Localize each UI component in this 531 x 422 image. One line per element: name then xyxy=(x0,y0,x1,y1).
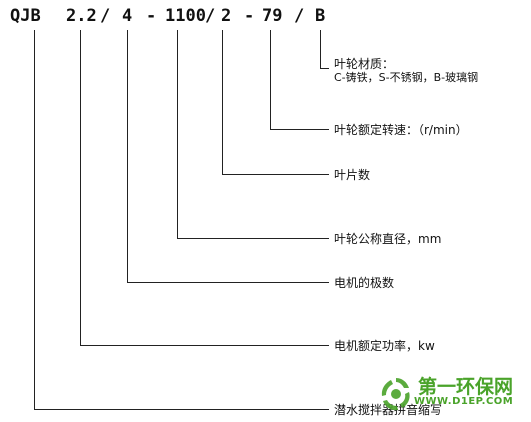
leader-line-material xyxy=(320,30,329,69)
leader-line-blades xyxy=(222,30,329,175)
code-poles: 4 xyxy=(122,6,133,26)
leader-line-diameter xyxy=(177,30,329,239)
code-dash: - xyxy=(146,6,157,26)
code-blades: 2 xyxy=(221,6,232,26)
label-impeller-material-title: 叶轮材质： xyxy=(334,57,395,71)
code-material: B xyxy=(315,6,326,26)
label-motor-poles: 电机的极数 xyxy=(334,276,395,290)
watermark: 第一环保网 WWW.D1EP.COM xyxy=(376,372,526,416)
code-slash: / xyxy=(205,6,216,26)
label-rated-power: 电机额定功率，kw xyxy=(334,339,435,353)
code-prefix: QJB xyxy=(10,6,41,26)
label-blade-count: 叶片数 xyxy=(334,168,371,182)
code-dash: - xyxy=(244,6,255,26)
label-nominal-diameter: 叶轮公称直径，mm xyxy=(334,232,442,246)
code-slash: / xyxy=(294,6,305,26)
recycle-logo-icon xyxy=(381,378,410,411)
leader-line-speed xyxy=(270,30,329,130)
leader-line-power xyxy=(80,30,329,346)
code-slash: / xyxy=(100,6,111,26)
label-rated-speed: 叶轮额定转速：（r/min） xyxy=(334,123,468,137)
leader-line-prefix xyxy=(34,30,329,410)
code-speed: 79 xyxy=(262,6,283,26)
label-impeller-material: 叶轮材质： C-铸铁，S-不锈钢，B-玻璃钢 xyxy=(334,57,478,85)
label-impeller-material-options: C-铸铁，S-不锈钢，B-玻璃钢 xyxy=(334,71,479,84)
watermark-title: 第一环保网 xyxy=(418,376,514,398)
leader-line-poles xyxy=(127,30,329,283)
watermark-url: WWW.D1EP.COM xyxy=(414,396,514,407)
label-pinyin-abbrev: 潜水搅拌器拼音缩写 xyxy=(334,403,443,417)
code-diameter: 1100 xyxy=(165,6,206,26)
code-power: 2.2 xyxy=(66,6,97,26)
